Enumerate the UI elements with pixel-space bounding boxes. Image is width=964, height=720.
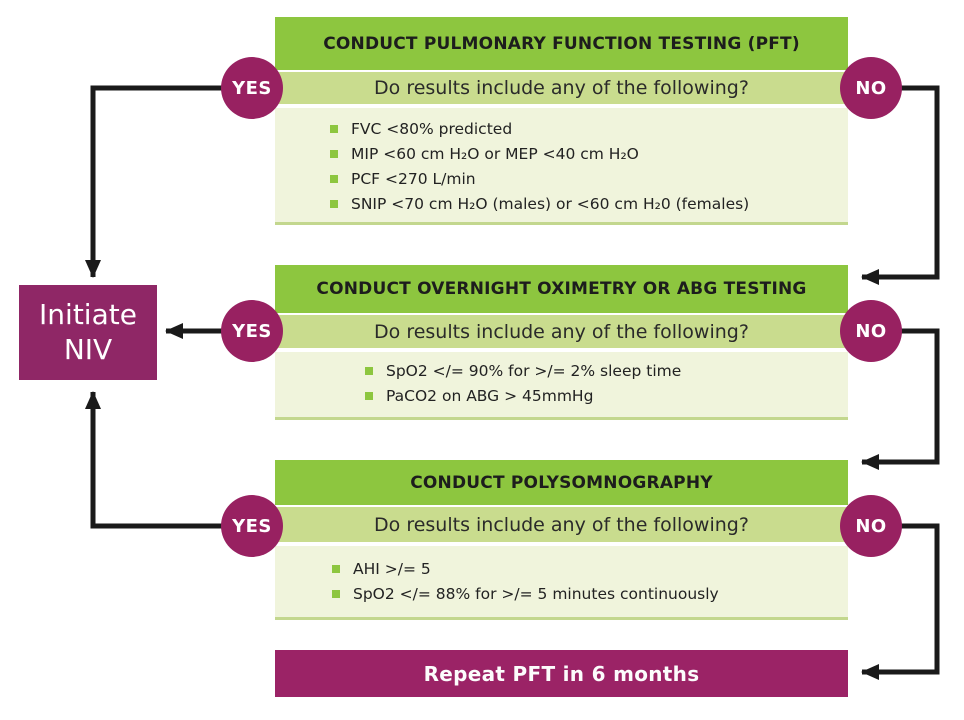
step-pft-criteria-list: FVC <80% predicted MIP <60 cm H₂O or MEP… [275, 108, 848, 225]
step-polysomnography-box: CONDUCT POLYSOMNOGRAPHY Do results inclu… [275, 460, 848, 620]
arrow-yes1-to-initiate-icon [85, 85, 226, 278]
arrow-yes3-to-initiate-icon [84, 391, 226, 529]
no-badge-step2: NO [840, 300, 902, 362]
criterion-item: MIP <60 cm H₂O or MEP <40 cm H₂O [330, 141, 840, 166]
arrow-no2-to-step3-icon [861, 328, 940, 471]
criterion-item: PaCO2 on ABG > 45mmHg [365, 383, 840, 408]
bullet-square-icon [330, 174, 338, 183]
criterion-item: PCF <270 L/min [330, 166, 840, 191]
step-pft-question: Do results include any of the following? [275, 72, 848, 104]
bullet-square-icon [365, 366, 373, 375]
criterion-item: FVC <80% predicted [330, 116, 840, 141]
step-oximetry-title: CONDUCT OVERNIGHT OXIMETRY OR ABG TESTIN… [275, 265, 848, 313]
bullet-square-icon [330, 124, 338, 133]
yes-badge-step3: YES [221, 495, 283, 557]
arrow-no1-to-step2-icon [861, 85, 940, 286]
step-oximetry-question: Do results include any of the following? [275, 315, 848, 348]
criterion-text: FVC <80% predicted [351, 119, 513, 138]
bullet-square-icon [330, 199, 338, 208]
initiate-niv-line1: Initiate [39, 298, 137, 332]
step-oximetry-box: CONDUCT OVERNIGHT OXIMETRY OR ABG TESTIN… [275, 265, 848, 420]
criterion-item: SNIP <70 cm H₂O (males) or <60 cm H₂0 (f… [330, 191, 840, 216]
repeat-pft-bar: Repeat PFT in 6 months [275, 650, 848, 697]
step-oximetry-criteria-list: SpO2 </= 90% for >/= 2% sleep time PaCO2… [275, 352, 848, 420]
yes-badge-step2: YES [221, 300, 283, 362]
criterion-text: PCF <270 L/min [351, 169, 476, 188]
criterion-text: MIP <60 cm H₂O or MEP <40 cm H₂O [351, 144, 639, 163]
bullet-square-icon [365, 391, 373, 400]
criterion-text: SNIP <70 cm H₂O (males) or <60 cm H₂0 (f… [351, 194, 750, 213]
step-polysomnography-criteria-list: AHI >/= 5 SpO2 </= 88% for >/= 5 minutes… [275, 546, 848, 620]
criterion-item: AHI >/= 5 [332, 556, 840, 581]
step-polysomnography-question: Do results include any of the following? [275, 507, 848, 542]
yes-badge-step1: YES [221, 57, 283, 119]
criterion-item: SpO2 </= 90% for >/= 2% sleep time [365, 358, 840, 383]
criterion-text: SpO2 </= 88% for >/= 5 minutes continuou… [353, 584, 719, 603]
step-polysomnography-title: CONDUCT POLYSOMNOGRAPHY [275, 460, 848, 505]
step-pft-box: CONDUCT PULMONARY FUNCTION TESTING (PFT)… [275, 17, 848, 225]
initiate-niv-box: Initiate NIV [19, 285, 157, 380]
criterion-text: PaCO2 on ABG > 45mmHg [386, 386, 594, 405]
no-badge-step1: NO [840, 57, 902, 119]
criterion-text: AHI >/= 5 [353, 559, 431, 578]
criterion-text: SpO2 </= 90% for >/= 2% sleep time [386, 361, 682, 380]
no-badge-step3: NO [840, 495, 902, 557]
bullet-square-icon [332, 589, 340, 598]
initiate-niv-line2: NIV [63, 332, 113, 366]
step-pft-title: CONDUCT PULMONARY FUNCTION TESTING (PFT) [275, 17, 848, 70]
criterion-item: SpO2 </= 88% for >/= 5 minutes continuou… [332, 581, 840, 606]
repeat-pft-label: Repeat PFT in 6 months [423, 661, 700, 686]
bullet-square-icon [330, 149, 338, 158]
bullet-square-icon [332, 564, 340, 573]
arrow-no3-to-repeat-icon [861, 523, 940, 681]
